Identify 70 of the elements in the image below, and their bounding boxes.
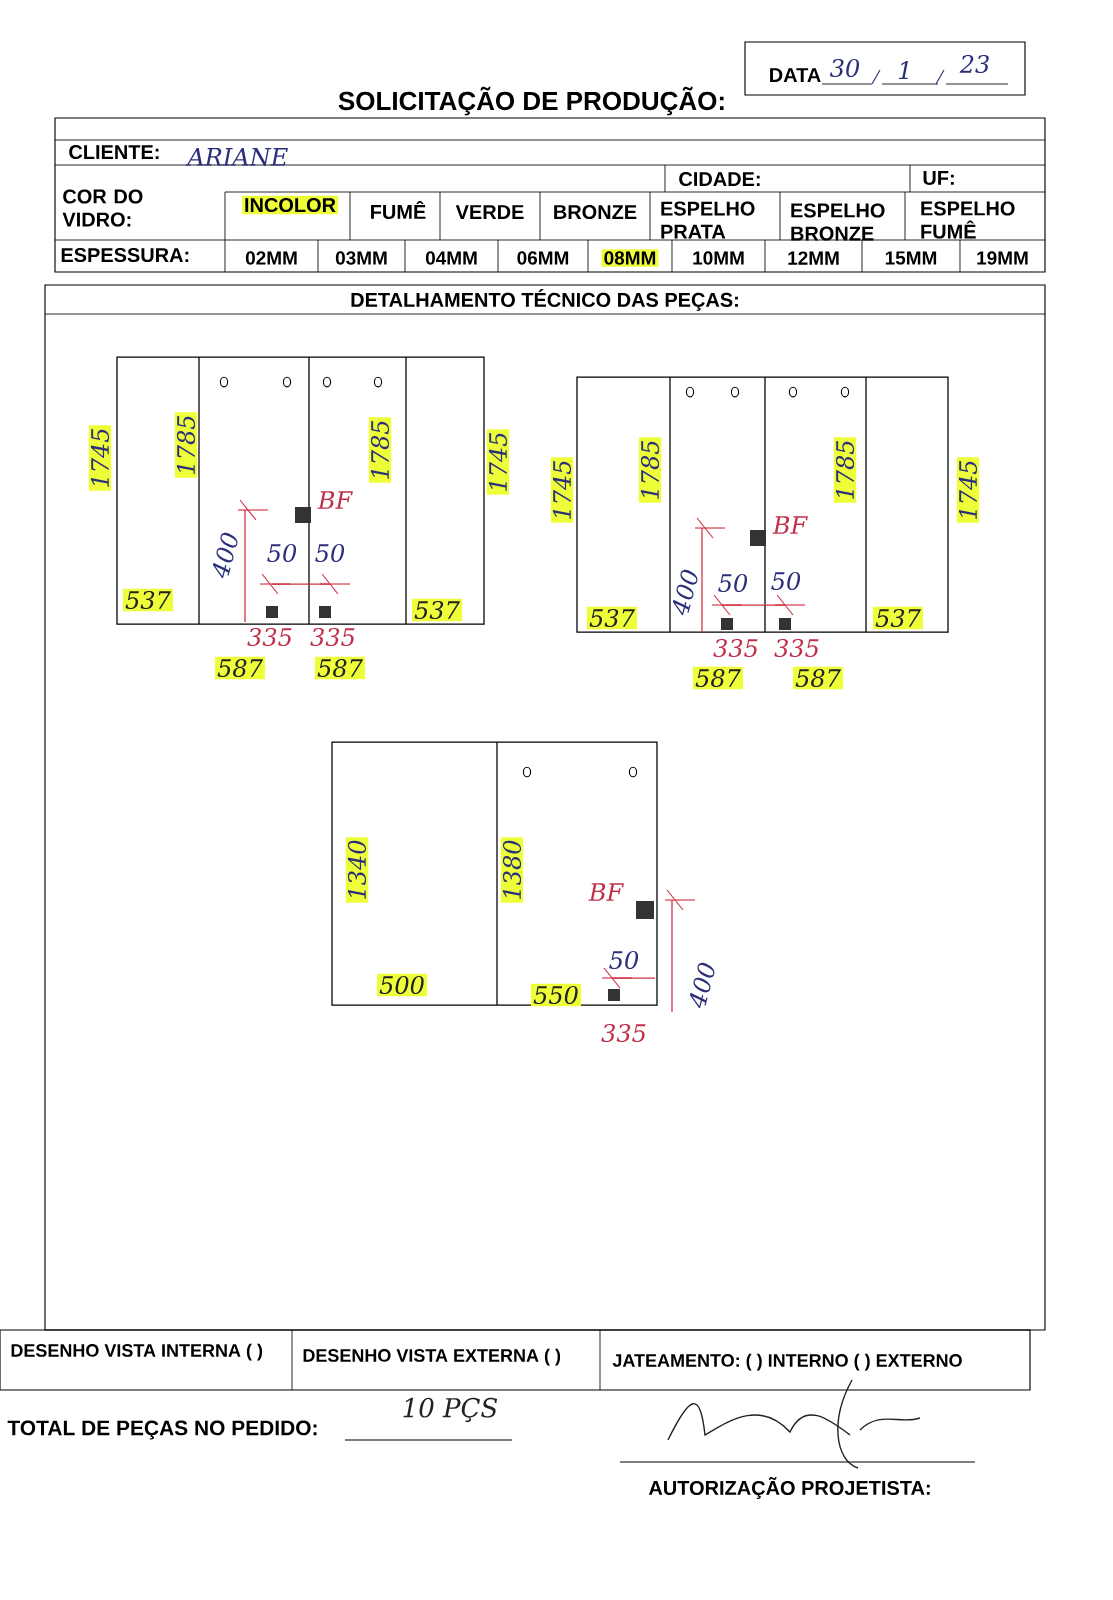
option-label: 03MM xyxy=(335,251,387,265)
dimension-label: 587 xyxy=(314,656,366,680)
checkbox-label: JATEAMENTO: ( ) INTERNO ( ) EXTERNO xyxy=(612,1353,962,1371)
dimension-label: 50 xyxy=(718,573,748,593)
dimension-label: 1745 xyxy=(486,429,510,495)
dimension-label: 1745 xyxy=(956,457,980,523)
option-label: 15MM xyxy=(885,251,937,265)
dimension-label: 50 xyxy=(771,571,801,591)
option-label: FUMÊ xyxy=(371,201,426,220)
dimension-label: 1340 xyxy=(345,837,369,903)
option-label: INCOLOR xyxy=(241,195,339,215)
option-label: BRONZE xyxy=(554,204,637,220)
option-label: 10MM xyxy=(693,251,744,265)
dimension-label: 400 xyxy=(689,962,715,1009)
dimension-label: 550 xyxy=(530,983,582,1007)
dimension-label: 400 xyxy=(212,532,238,579)
dimension-label: 1745 xyxy=(550,457,574,523)
checkbox-label: DESENHO VISTA INTERNA ( ) xyxy=(11,1343,263,1361)
dimension-label: 50 xyxy=(267,543,297,563)
dimension-label: 335 xyxy=(247,627,292,647)
option-label: 19MM xyxy=(977,251,1028,265)
field-label: CLIENTE: xyxy=(69,144,159,160)
option-label: VERDE xyxy=(455,205,524,219)
handwritten-text: ARIANE xyxy=(185,148,288,166)
option-label: ESPELHO BRONZE xyxy=(791,203,885,241)
option-label: 06MM xyxy=(517,251,569,265)
dimension-label: 587 xyxy=(214,656,266,680)
dimension-label: 587 xyxy=(792,666,844,690)
dimension-label: 1380 xyxy=(500,837,524,903)
option-label: 08MM xyxy=(601,249,659,267)
field-label: COR DO VIDRO: xyxy=(62,189,143,227)
field-label: UF: xyxy=(923,171,954,185)
option-label: 12MM xyxy=(788,251,839,265)
form-title: SOLICITAÇÃO DE PRODUÇÃO: xyxy=(338,86,724,116)
dimension-label: BF xyxy=(772,516,808,534)
dimension-label: 1785 xyxy=(833,437,857,503)
handwritten-text: 10 PÇS xyxy=(403,1397,498,1423)
dimension-label: 537 xyxy=(586,606,638,630)
dimension-label: 335 xyxy=(601,1023,646,1043)
option-label: 04MM xyxy=(425,251,477,265)
option-label: 02MM xyxy=(245,251,297,265)
dimension-label: 335 xyxy=(774,638,819,658)
dimension-label: 537 xyxy=(411,598,463,622)
dimension-label: 400 xyxy=(672,569,698,616)
dimension-label: 1785 xyxy=(368,417,392,483)
checkbox-label: DESENHO VISTA EXTERNA ( ) xyxy=(303,1348,561,1366)
dimension-label: 50 xyxy=(315,543,345,563)
dimension-label: 335 xyxy=(310,627,355,647)
dimension-label: 537 xyxy=(122,588,174,612)
field-label: CIDADE: xyxy=(679,171,760,187)
handwritten-text: 30 xyxy=(830,58,860,78)
dimension-label: 1745 xyxy=(88,425,112,491)
option-label: ESPELHO FUMÊ xyxy=(921,201,1015,239)
dimension-label: BF xyxy=(588,883,624,901)
option-label: ESPELHO PRATA xyxy=(661,201,755,239)
dimension-label: 537 xyxy=(872,606,924,630)
section-heading: DETALHAMENTO TÉCNICO DAS PEÇAS: xyxy=(351,289,738,311)
handwritten-text: 23 xyxy=(959,54,989,74)
dimension-label: 500 xyxy=(376,973,428,997)
dimension-label: 50 xyxy=(609,950,639,970)
dimension-label: 335 xyxy=(713,638,758,658)
field-label: TOTAL DE PEÇAS NO PEDIDO: xyxy=(7,1420,317,1440)
field-label: DATA xyxy=(770,68,821,82)
handwritten-text: 1 xyxy=(899,61,908,79)
dimension-label: 587 xyxy=(692,666,744,690)
field-label: ESPESSURA: xyxy=(61,247,189,263)
dimension-label: BF xyxy=(317,491,353,509)
dimension-label: 1785 xyxy=(638,437,662,503)
dimension-label: 1785 xyxy=(174,412,198,478)
field-label: AUTORIZAÇÃO PROJETISTA: xyxy=(648,1477,930,1499)
